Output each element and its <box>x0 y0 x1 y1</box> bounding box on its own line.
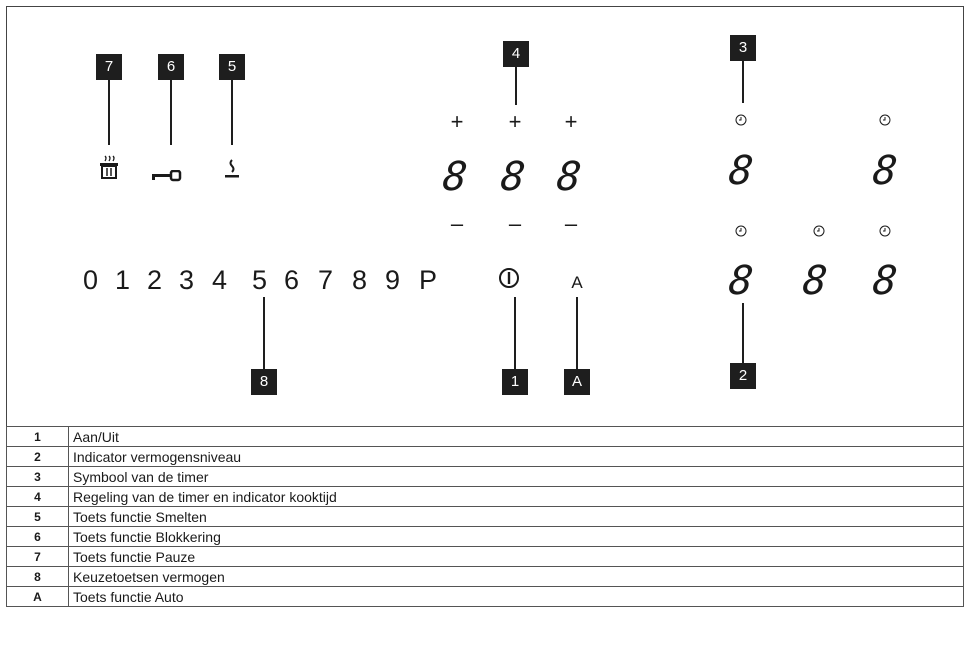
legend-key: A <box>6 586 69 607</box>
timer-display-3: 8 <box>554 154 584 200</box>
leader-line-3 <box>742 61 744 103</box>
power-key-p[interactable]: P <box>419 265 438 295</box>
legend-text: Symbool van de timer <box>68 466 964 487</box>
legend-text: Regeling van de timer en indicator kookt… <box>68 486 964 507</box>
zone-display-top-1: 8 <box>726 148 756 194</box>
legend-key: 3 <box>6 466 69 487</box>
timer-plus-middle[interactable]: + <box>508 109 522 134</box>
melt-icon[interactable] <box>212 157 252 183</box>
leader-line-4 <box>515 67 517 105</box>
legend-text: Toets functie Smelten <box>68 506 964 527</box>
legend-text: Toets functie Blokkering <box>68 526 964 547</box>
power-key-7[interactable]: 7 <box>318 265 334 295</box>
timer-minus-middle[interactable]: – <box>508 211 522 236</box>
zone-display-top-2: 8 <box>870 148 900 194</box>
lock-key-icon[interactable] <box>147 164 187 186</box>
power-key-2[interactable]: 2 <box>147 265 163 295</box>
timer-plus-right[interactable]: + <box>564 109 578 134</box>
power-key-0[interactable]: 0 <box>83 265 99 295</box>
leader-line-5 <box>231 80 233 145</box>
power-key-1[interactable]: 1 <box>115 265 131 295</box>
timer-clock-icon-top-1 <box>735 114 747 128</box>
legend-key: 1 <box>6 426 69 447</box>
callout-a: A <box>564 369 590 395</box>
leader-line-1 <box>514 297 516 369</box>
timer-plus-left[interactable]: + <box>450 109 464 134</box>
legend-text: Keuzetoetsen vermogen <box>68 566 964 587</box>
timer-clock-icon-bottom-2 <box>813 225 825 239</box>
legend-key: 7 <box>6 546 69 567</box>
legend-key: 5 <box>6 506 69 527</box>
legend-key: 2 <box>6 446 69 467</box>
timer-clock-icon-bottom-1 <box>735 225 747 239</box>
power-key-9[interactable]: 9 <box>385 265 401 295</box>
power-key-6[interactable]: 6 <box>284 265 300 295</box>
legend-text: Indicator vermogensniveau <box>68 446 964 467</box>
legend-key: 4 <box>6 486 69 507</box>
legend-text: Toets functie Pauze <box>68 546 964 567</box>
leader-line-a <box>576 297 578 369</box>
callout-4: 4 <box>503 41 529 67</box>
timer-display-1: 8 <box>440 154 470 200</box>
power-key-3[interactable]: 3 <box>179 265 195 295</box>
timer-minus-right[interactable]: – <box>564 211 578 236</box>
timer-minus-left[interactable]: – <box>450 211 464 236</box>
control-panel-diagram: 7 6 5 0 1 2 3 4 5 6 7 8 9 P 8 <box>6 6 964 426</box>
legend-text: Aan/Uit <box>68 426 964 447</box>
callout-6: 6 <box>158 54 184 80</box>
callout-7: 7 <box>96 54 122 80</box>
auto-button[interactable]: A <box>571 273 583 292</box>
power-key-5[interactable]: 5 <box>252 265 268 295</box>
leader-line-8 <box>263 297 265 369</box>
leader-line-2 <box>742 303 744 363</box>
timer-display-2: 8 <box>498 154 528 200</box>
callout-3: 3 <box>730 35 756 61</box>
power-key-8[interactable]: 8 <box>352 265 368 295</box>
callout-5: 5 <box>219 54 245 80</box>
callout-2: 2 <box>730 363 756 389</box>
power-key-4[interactable]: 4 <box>212 265 228 295</box>
zone-display-bottom-1: 8 <box>726 258 756 304</box>
legend-text: Toets functie Auto <box>68 586 964 607</box>
legend-key: 6 <box>6 526 69 547</box>
zone-display-bottom-3: 8 <box>870 258 900 304</box>
legend-key: 8 <box>6 566 69 587</box>
pause-pot-icon[interactable] <box>89 155 129 185</box>
callout-8: 8 <box>251 369 277 395</box>
leader-line-6 <box>170 80 172 145</box>
timer-clock-icon-top-2 <box>879 114 891 128</box>
power-on-off-icon[interactable] <box>497 267 521 293</box>
zone-display-bottom-2: 8 <box>800 258 830 304</box>
callout-1: 1 <box>502 369 528 395</box>
leader-line-7 <box>108 80 110 145</box>
timer-clock-icon-bottom-3 <box>879 225 891 239</box>
